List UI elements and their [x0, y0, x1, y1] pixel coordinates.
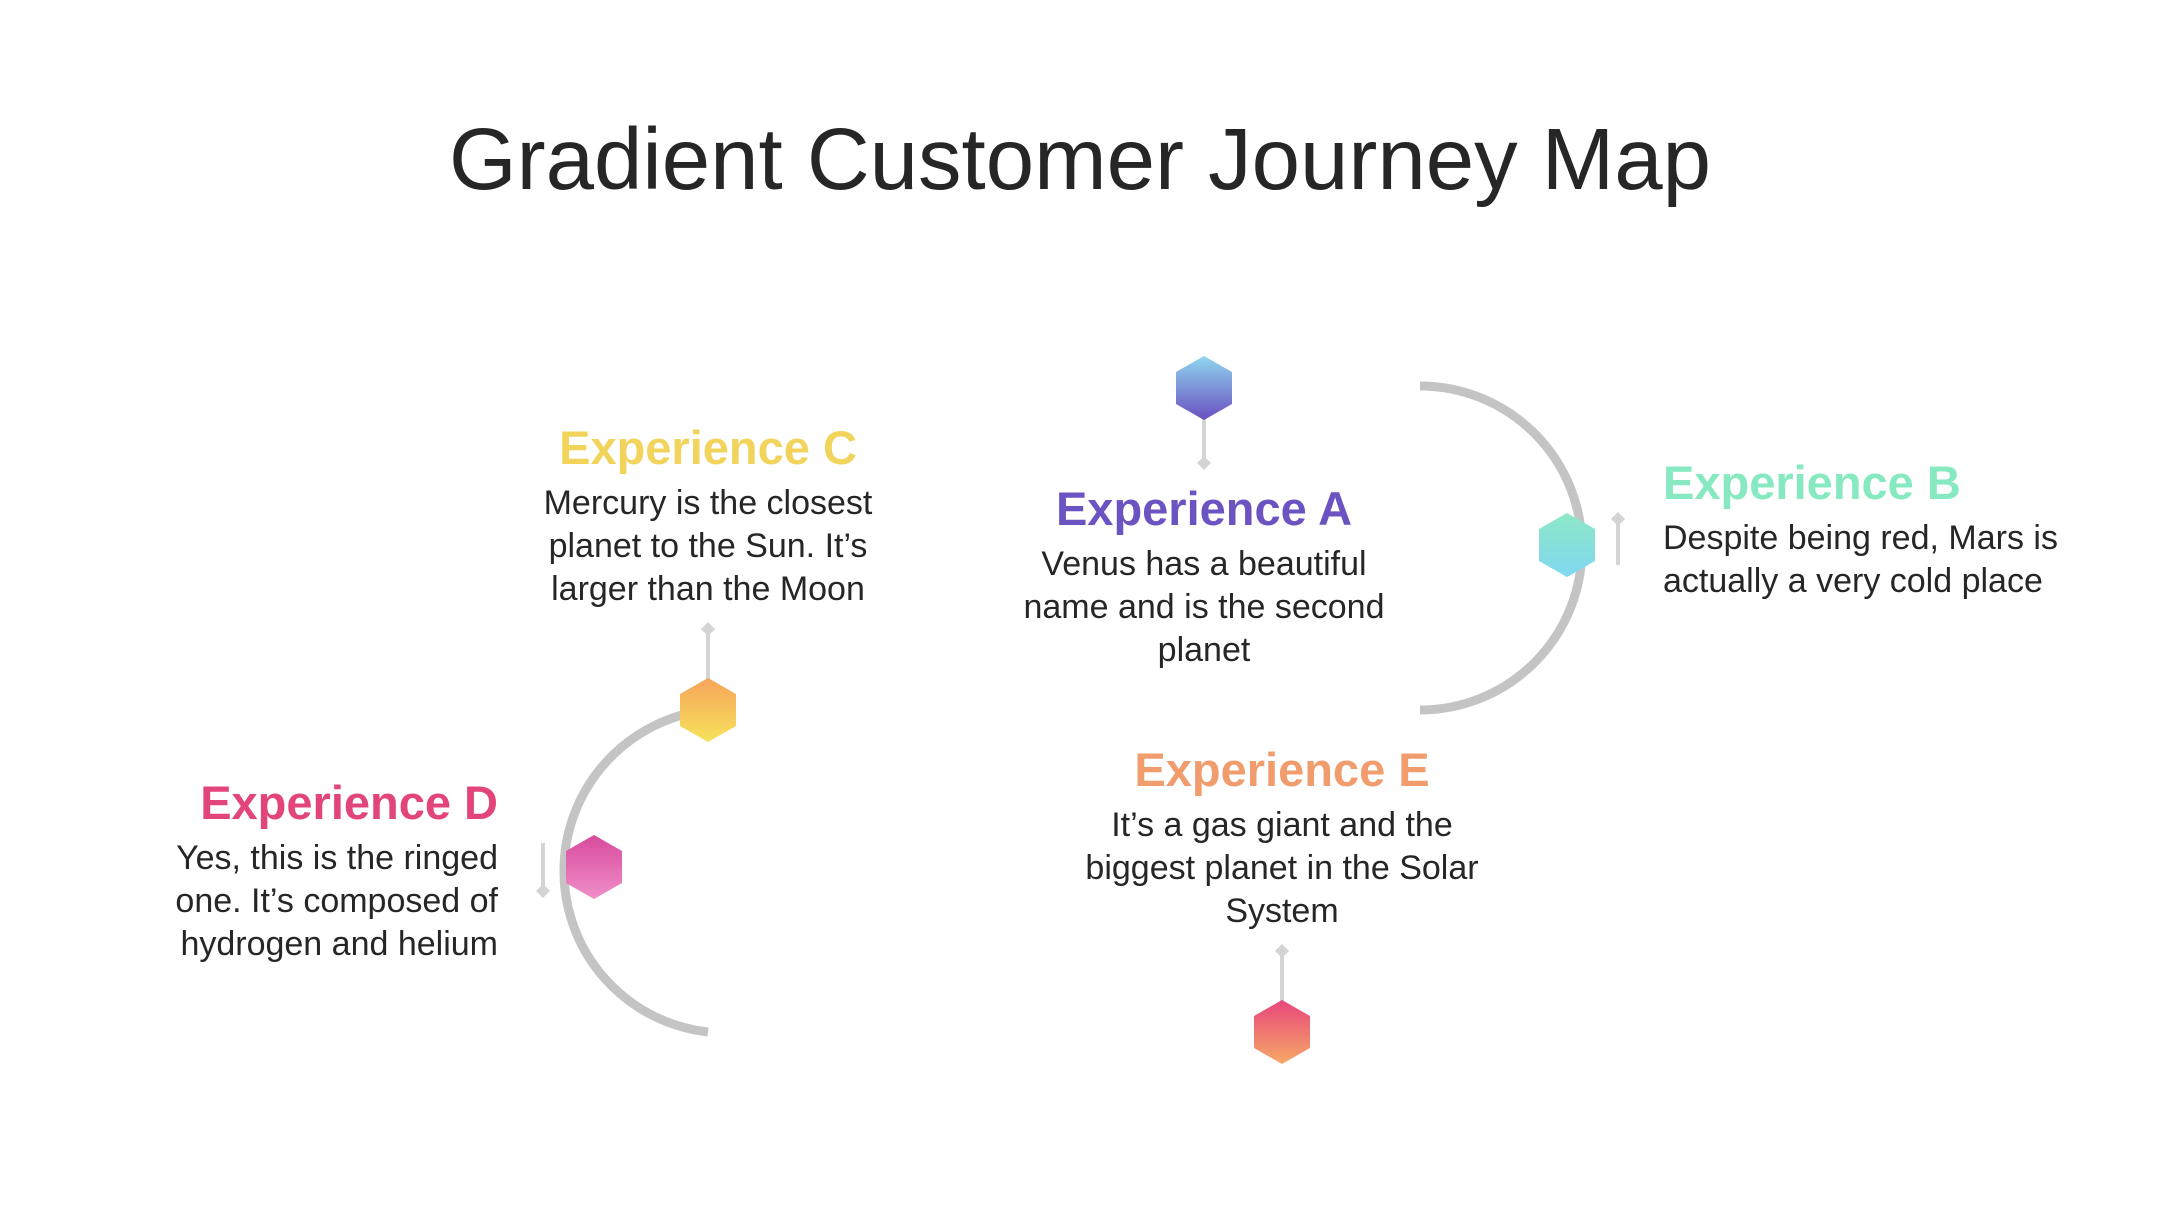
page-title: Gradient Customer Journey Map — [448, 111, 1712, 208]
connector-c-tip — [701, 622, 715, 636]
connector-a-tip — [1197, 456, 1211, 470]
experience-c: Experience C Mercury is the closest plan… — [508, 420, 908, 611]
hexagon-marker-a — [1176, 356, 1232, 420]
experience-a-heading: Experience A — [1055, 482, 1353, 535]
connector-b-tip — [1611, 512, 1625, 526]
experience-e-body: It’s a gas giant and the biggest planet … — [1085, 806, 1479, 931]
experience-c-heading: Experience C — [559, 421, 857, 474]
hexagon-marker-c — [680, 678, 736, 742]
hexagon-marker-b — [1539, 513, 1595, 577]
connector-d-tip — [536, 884, 550, 898]
experience-b-body: Despite being red, Mars is actually a ve… — [1663, 519, 2058, 601]
experience-b-heading: Experience B — [1663, 456, 1961, 509]
experience-d: Experience D Yes, this is the ringed one… — [140, 775, 498, 966]
experience-e-heading: Experience E — [1134, 743, 1430, 796]
experience-c-body: Mercury is the closest planet to the Sun… — [543, 484, 873, 609]
experience-a-body: Venus has a beautiful name and is the se… — [1023, 545, 1385, 670]
experience-a: Experience A Venus has a beautiful name … — [1019, 481, 1389, 672]
experience-b: Experience B Despite being red, Mars is … — [1663, 455, 2063, 603]
experience-e: Experience E It’s a gas giant and the bi… — [1082, 742, 1482, 933]
hexagon-marker-e — [1254, 1000, 1310, 1064]
hexagon-marker-d — [566, 835, 622, 899]
connector-e-tip — [1275, 944, 1289, 958]
experience-d-body: Yes, this is the ringed one. It’s compos… — [175, 839, 498, 964]
experience-d-heading: Experience D — [200, 776, 498, 829]
road-curve-left — [559, 705, 709, 1037]
